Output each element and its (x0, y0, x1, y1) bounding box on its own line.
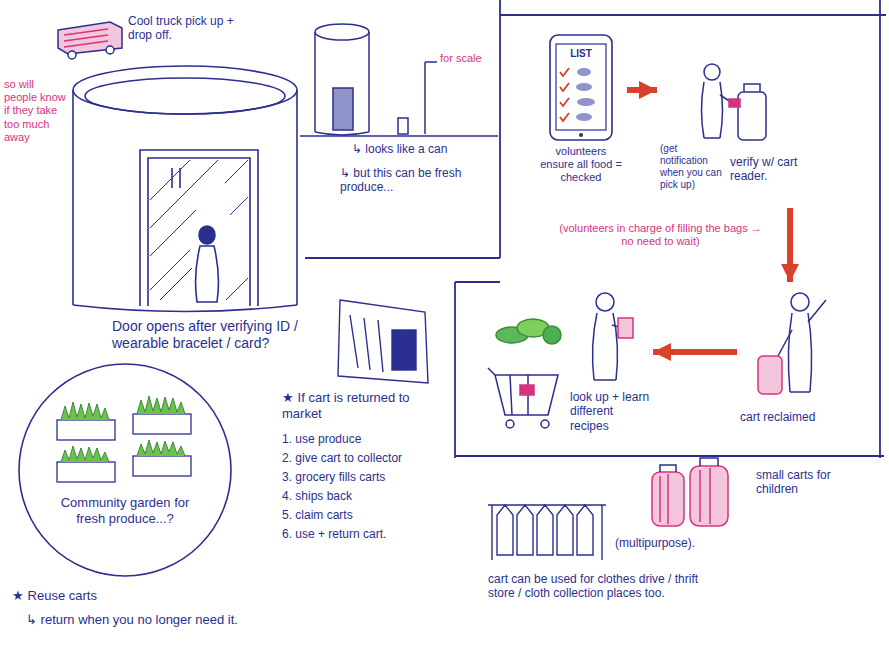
note-text: ★ Reuse carts (12, 588, 172, 604)
phone-step: LIST volunteers ensure all food = checked (538, 30, 624, 200)
person-waving (758, 293, 826, 394)
step-text: look up + learn different recipes (570, 390, 650, 433)
step-text: cart reclaimed (740, 410, 860, 424)
note-text: 2. give cart to collector (282, 451, 452, 465)
note-text: 3. grocery fills carts (282, 470, 452, 484)
panel-frame (305, 0, 886, 458)
note-text: 1. use produce (282, 432, 452, 446)
note-text: for scale (440, 52, 496, 65)
note-text: Cool truck pick up + drop off. (128, 14, 240, 43)
person-with-cart (702, 64, 767, 140)
red-arrow (653, 349, 737, 355)
note-text: small carts for children (756, 468, 851, 497)
truck-icon (58, 22, 122, 59)
recipe-step: look up + learn different recipes (485, 290, 650, 450)
small-carts (652, 458, 728, 526)
note-text: 4. ships back (282, 489, 452, 503)
step-text: Community garden for fresh produce...? (55, 495, 195, 526)
note-text: 5. claim carts (282, 508, 452, 522)
note-text: (multipurpose). (615, 536, 725, 550)
garden-circle: Community garden for fresh produce...? (15, 360, 235, 580)
circle-outline (15, 360, 235, 580)
note-text: ★ If cart is returned to market (282, 390, 447, 421)
cart-reader-sketch (338, 300, 428, 383)
kiosk-cylinder (73, 66, 297, 312)
street-lamp (300, 62, 498, 136)
note-text: ↳ looks like a can (352, 142, 492, 156)
red-arrow (627, 87, 657, 93)
note-text: ↳ return when you no longer need it. (26, 612, 346, 628)
note-text: ↳ but this can be fresh produce... (340, 166, 495, 195)
note-text: 6. use + return cart. (282, 527, 452, 541)
red-arrow (787, 208, 793, 282)
note-text: cart can be used for clothes drive / thr… (488, 572, 703, 601)
step-text: LIST (556, 48, 606, 60)
step-text: verify w/ cart reader. (730, 155, 815, 184)
step-text: volunteers ensure all food = checked (538, 145, 624, 185)
note-text: so will people know if they take too muc… (4, 78, 66, 144)
clothes-rack (488, 505, 606, 560)
verify-step: (get notification when you can pick up)v… (660, 55, 815, 205)
can-kiosk (315, 24, 369, 135)
step-text: (get notification when you can pick up) (660, 143, 724, 191)
note-text: (volunteers in charge of filling the bag… (553, 222, 768, 248)
note-text: Door opens after verifying ID / wearable… (112, 318, 327, 352)
reclaim-step: cart reclaimed (740, 285, 870, 435)
